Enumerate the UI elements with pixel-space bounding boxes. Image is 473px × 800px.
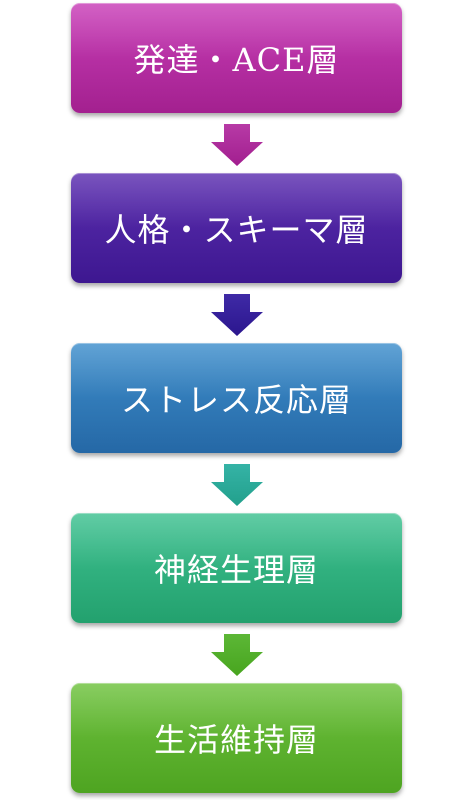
layer-label: ストレス反応層 (120, 381, 352, 419)
down-arrow-icon (211, 464, 263, 506)
layer-label: 生活維持層 (153, 721, 319, 759)
down-arrow-icon (211, 294, 263, 336)
down-arrow-icon (211, 634, 263, 676)
layer-box-life-maintenance: 生活維持層 (71, 683, 402, 793)
layer-box-development-ace: 発達・ACE層 (71, 3, 402, 113)
layer-label: 発達・ACE層 (133, 41, 340, 79)
layer-box-personality-schema: 人格・スキーマ層 (71, 173, 402, 283)
layer-box-stress-response: ストレス反応層 (71, 343, 402, 453)
layer-label: 神経生理層 (153, 551, 319, 589)
layer-label: 人格・スキーマ層 (104, 211, 369, 249)
layer-box-neurophysiology: 神経生理層 (71, 513, 402, 623)
down-arrow-icon (211, 124, 263, 166)
